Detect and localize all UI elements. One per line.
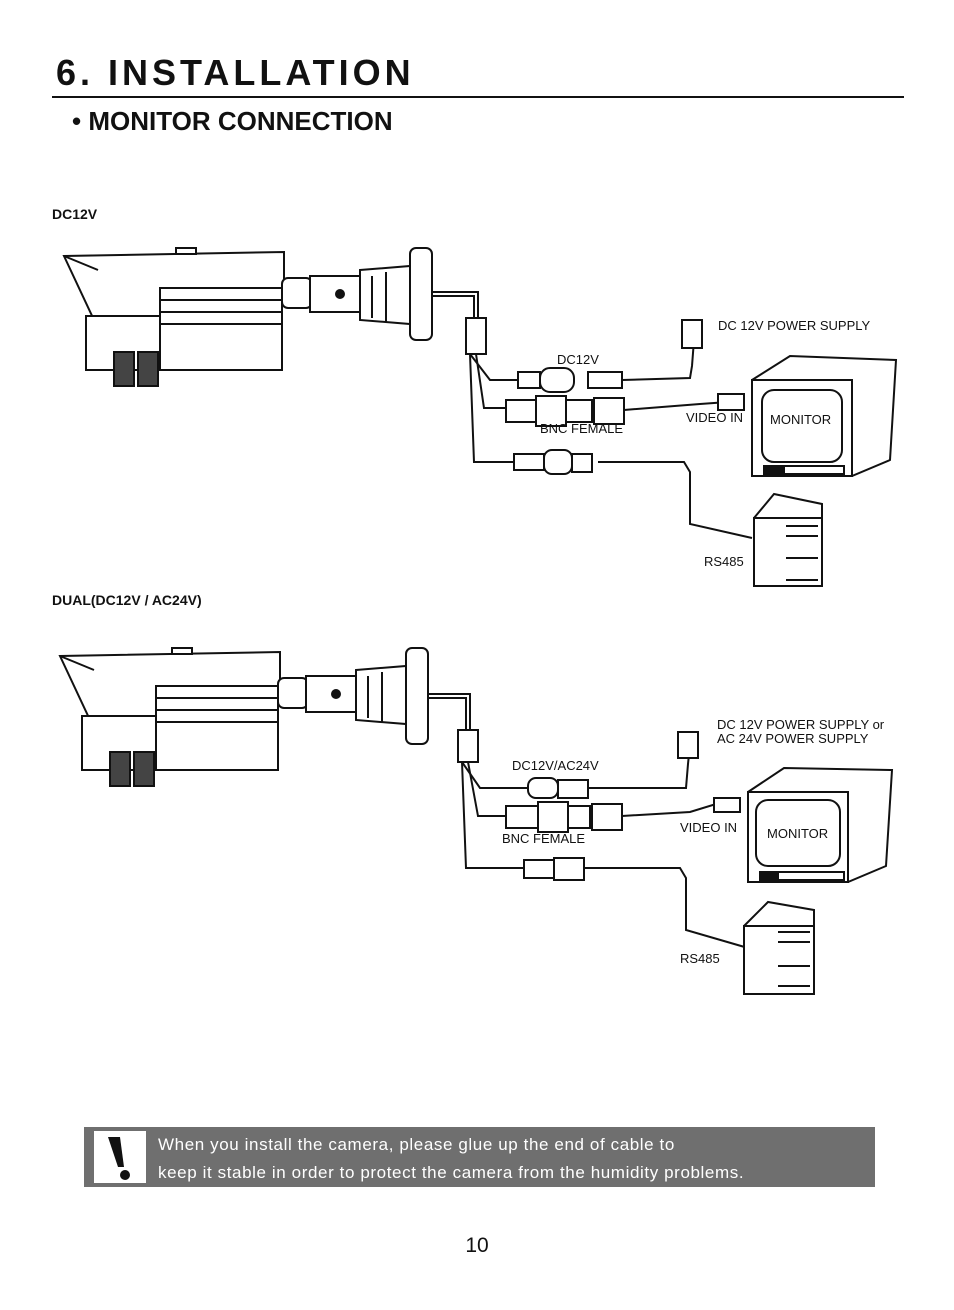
page-title: 6. INSTALLATION <box>56 52 415 93</box>
notice-line-1: When you install the camera, please glue… <box>158 1135 675 1154</box>
label-rs485: RS485 <box>704 554 744 569</box>
label-power-supply: DC 12V POWER SUPPLY <box>718 318 871 333</box>
label-bnc-female: BNC FEMALE <box>502 831 586 846</box>
pc-tower-illustration <box>743 900 815 995</box>
diagram-dual <box>58 647 894 995</box>
label-rs485: RS485 <box>680 951 720 966</box>
label-bnc-female: BNC FEMALE <box>540 421 624 436</box>
notice-box: When you install the camera, please glue… <box>84 1127 875 1187</box>
monitor-illustration <box>751 354 898 477</box>
section-label-dual: DUAL(DC12V / AC24V) <box>52 592 202 608</box>
label-power-plug: DC12V <box>557 352 599 367</box>
label-monitor: MONITOR <box>770 412 832 427</box>
cable-harness <box>428 693 749 949</box>
label-power-supply: DC 12V POWER SUPPLY or AC 24V POWER SUPP… <box>717 718 884 746</box>
label-power-supply-line1: DC 12V POWER SUPPLY or <box>717 717 885 732</box>
notice-line-2: keep it stable in order to protect the c… <box>158 1163 745 1182</box>
camera-illustration <box>62 247 433 387</box>
pc-tower-illustration <box>753 492 823 587</box>
label-power-supply-line2: AC 24V POWER SUPPLY <box>717 731 869 746</box>
title-divider <box>52 96 904 98</box>
camera-illustration <box>58 647 429 787</box>
section-label-dc12v: DC12V <box>52 206 98 222</box>
diagram-dc12v <box>62 247 898 587</box>
label-power-plug: DC12V/AC24V <box>512 758 599 773</box>
label-video-in: VIDEO IN <box>686 410 744 425</box>
cable-harness <box>432 291 753 539</box>
page-number: 10 <box>465 1234 489 1257</box>
section-subtitle: • MONITOR CONNECTION <box>72 106 393 136</box>
label-monitor: MONITOR <box>767 826 829 841</box>
monitor-illustration <box>747 766 894 883</box>
exclamation-icon <box>94 1131 146 1183</box>
notice-text: When you install the camera, please glue… <box>158 1131 744 1187</box>
label-video-in: VIDEO IN <box>680 820 738 835</box>
